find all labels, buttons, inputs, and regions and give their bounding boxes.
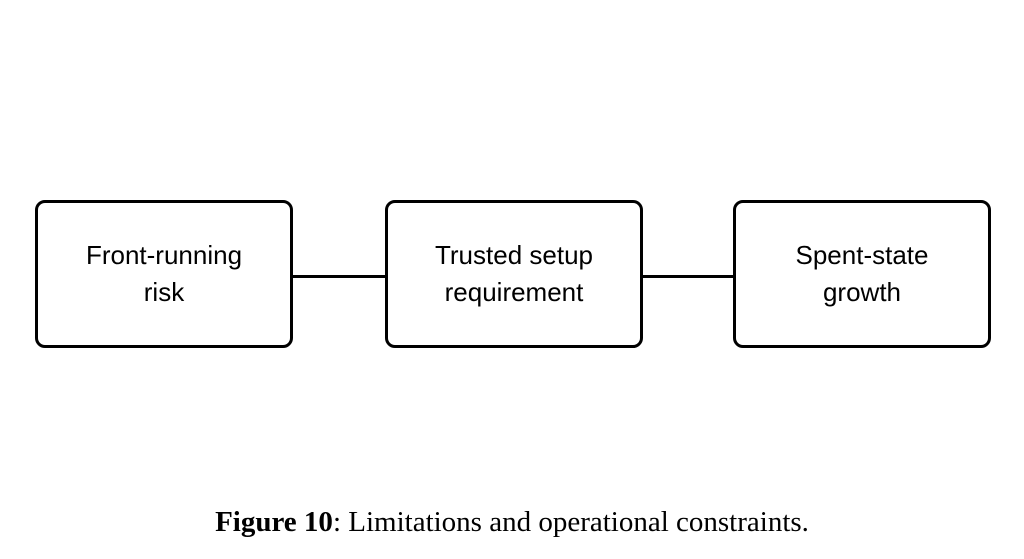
connector-line-1 [293, 275, 386, 278]
figure-caption-label: Figure 10 [215, 506, 333, 538]
figure-caption-separator: : [332, 506, 341, 538]
flow-node-label: Trusted setup requirement [434, 240, 593, 307]
flowchart-diagram: Front-running risk Trusted setup require… [35, 200, 991, 348]
flow-node-front-running-risk: Front-running risk [35, 200, 293, 348]
flow-node-label: Spent-state growth [795, 240, 929, 307]
flow-node-spent-state-growth: Spent-state growth [733, 200, 991, 348]
flow-node-trusted-setup-requirement: Trusted setup requirement [385, 200, 643, 348]
connector-line-2 [643, 275, 734, 278]
figure-caption: Figure 10: Limitations and operational c… [0, 504, 1024, 540]
flow-node-label: Front-running risk [85, 240, 243, 307]
figure-caption-text: Limitations and operational constraints. [341, 506, 809, 538]
